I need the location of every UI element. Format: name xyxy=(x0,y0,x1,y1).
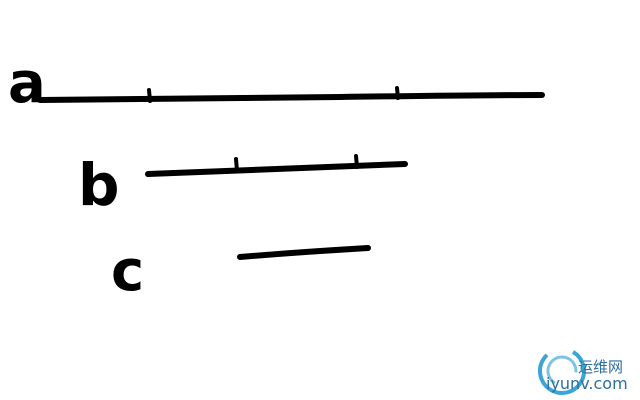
watermark-name: 运维网 xyxy=(578,358,623,376)
segment-c-line xyxy=(237,245,371,260)
label-c: c xyxy=(111,239,144,304)
segment-b-tick-2 xyxy=(354,154,359,169)
segment-a-group: a xyxy=(8,51,545,116)
segment-b-group: b xyxy=(78,151,408,219)
segment-a-line xyxy=(37,92,545,103)
swoosh-circle-logo-icon xyxy=(538,347,586,395)
segment-b-tick-1 xyxy=(234,157,239,173)
label-b: b xyxy=(78,151,120,219)
segment-a-tick-1 xyxy=(147,88,152,103)
segment-c-group: c xyxy=(111,239,371,304)
segment-b-line xyxy=(145,161,408,177)
watermark-domain: iyunv.com xyxy=(546,374,628,393)
label-a: a xyxy=(8,51,46,116)
watermark: 运维网 iyunv.com xyxy=(538,347,628,395)
segment-a-tick-2 xyxy=(395,86,400,100)
